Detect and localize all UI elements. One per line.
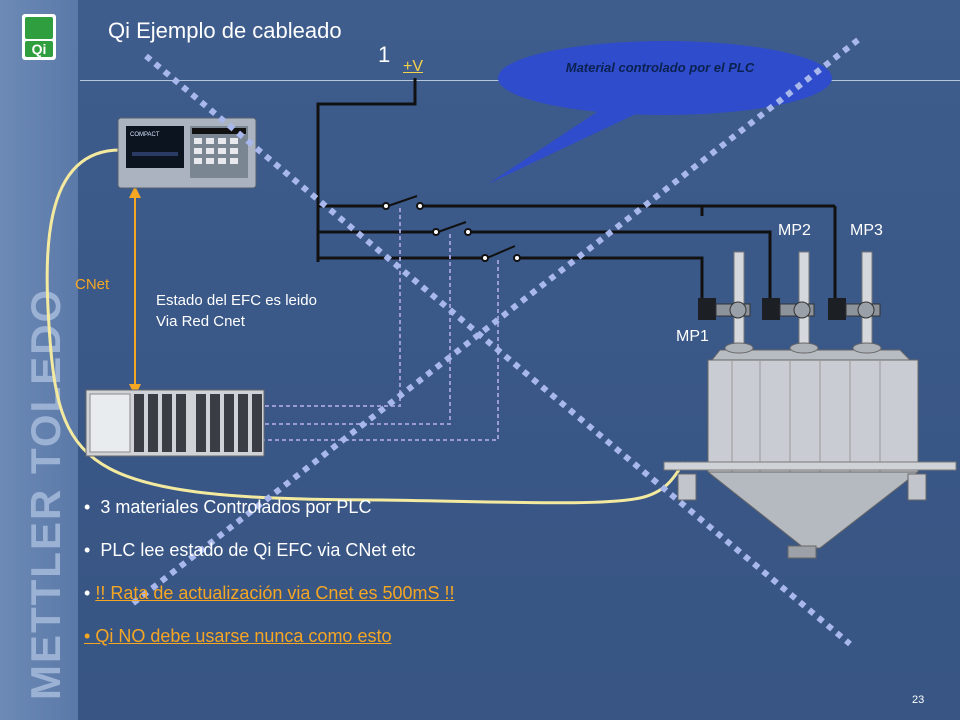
bullet-item: • Qi NO debe usarse nunca como esto (84, 626, 392, 646)
power-wiring (316, 78, 837, 302)
mp3-label: MP3 (850, 222, 883, 239)
callout-bubble (488, 41, 832, 184)
title-number: 1 (378, 42, 391, 67)
status-note: Estado del EFC es leido Via Red Cnet (156, 290, 317, 332)
bullet-item: • PLC lee estado de Qi EFC via CNet etc (84, 540, 416, 560)
hopper-icon (663, 251, 957, 559)
status-note-line2: Via Red Cnet (156, 313, 245, 330)
supply-label: +V (403, 58, 424, 75)
cnet-label: CNet (75, 276, 110, 293)
bullet-item: • 3 materiales Controlados por PLC (84, 497, 372, 517)
plc-rack-icon (85, 389, 265, 457)
cnet-cable (45, 148, 686, 505)
sidebar (0, 0, 78, 720)
qi-logo-icon: Qi (22, 14, 56, 60)
bullet-item: • !! Rata de actualización via Cnet es 5… (84, 583, 455, 603)
valve-icon (698, 298, 881, 320)
cross-out (130, 37, 860, 647)
switches (382, 195, 521, 262)
mp1-label: MP1 (676, 328, 709, 345)
terminal-icon: COMPACT (117, 117, 257, 189)
svg-text:COMPACT: COMPACT (130, 132, 160, 138)
mp2-label: MP2 (778, 222, 811, 239)
page-number: 23 (912, 694, 925, 706)
bullet-list: • 3 materiales Controlados por PLC • PLC… (84, 496, 455, 668)
page-title: Qi Ejemplo de cableado (108, 18, 342, 43)
callout-text: Material controlado por el PLC (565, 60, 755, 75)
status-note-line1: Estado del EFC es leido (156, 292, 317, 309)
